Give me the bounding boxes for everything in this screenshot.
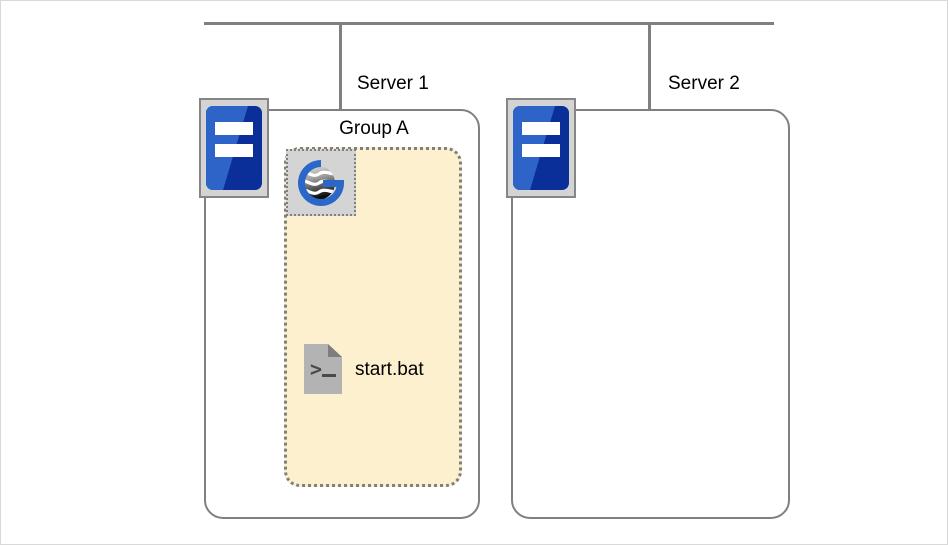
group-a-label: Group A [339, 118, 409, 139]
svg-text:>: > [310, 357, 322, 381]
glassfish-icon [298, 159, 344, 206]
network-drop-server-1 [339, 23, 342, 111]
server-icon [199, 98, 269, 198]
batch-file-icon: > [304, 344, 342, 394]
server-1-label: Server 1 [357, 73, 429, 94]
server-icon [506, 98, 576, 198]
start-bat-label: start.bat [355, 358, 424, 380]
network-drop-server-2 [648, 23, 651, 111]
glassfish-instance-icon-plate[interactable] [286, 149, 356, 216]
start-bat-item[interactable]: > start.bat [304, 344, 424, 394]
server-2-label: Server 2 [668, 73, 740, 94]
network-bus-line [204, 22, 774, 25]
